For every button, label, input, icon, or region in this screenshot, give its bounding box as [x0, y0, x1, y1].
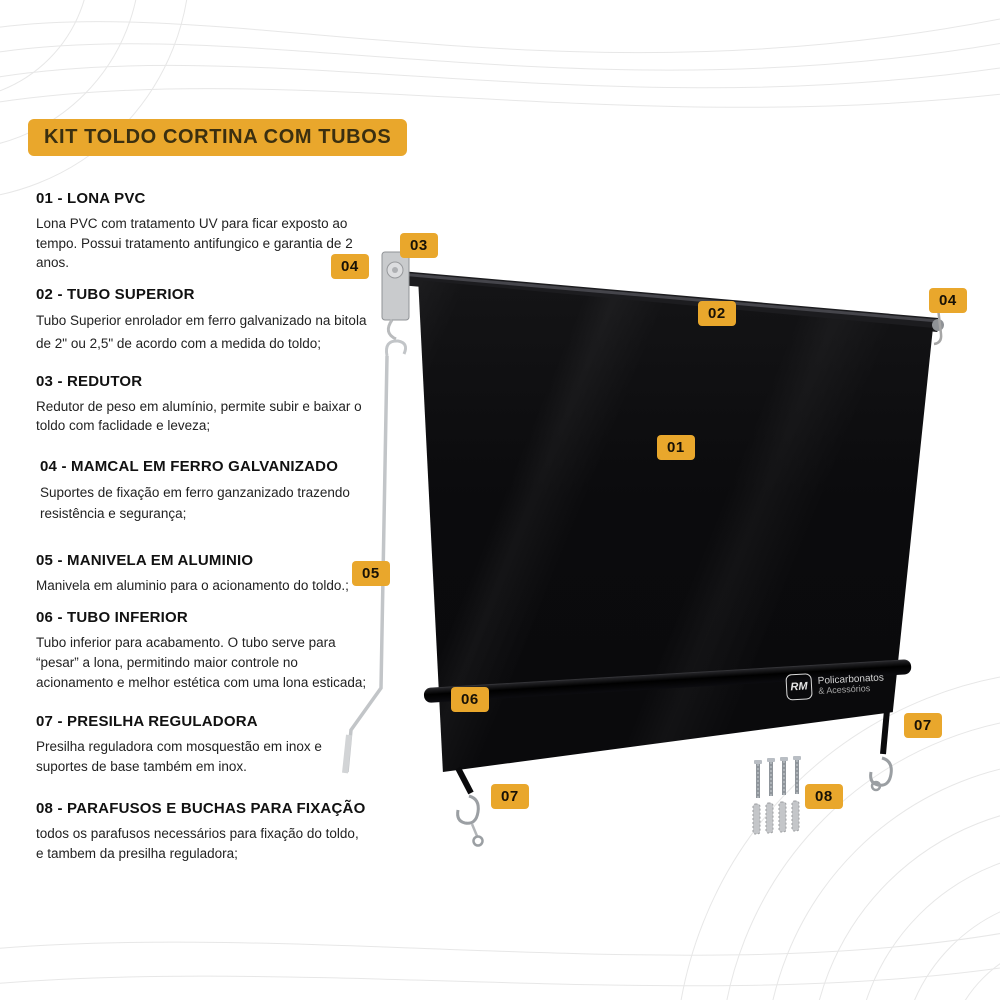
awning-hardware-back	[342, 251, 944, 774]
part-description: todos os parafusos necessários para fixa…	[36, 826, 359, 861]
part-item-01: 01 - LONA PVC Lona PVC com tratamento UV…	[36, 190, 368, 273]
awning-hardware-front	[455, 709, 893, 847]
part-item-03: 03 - REDUTOR Redutor de peso em alumínio…	[36, 373, 368, 436]
part-description: Presilha reguladora com mosquestão em in…	[36, 739, 322, 774]
parts-list: 01 - LONA PVC Lona PVC com tratamento UV…	[36, 190, 368, 889]
roller-tube	[399, 271, 944, 332]
badge-label: 06	[461, 691, 479, 708]
wall-anchors-icon	[752, 800, 800, 835]
part-heading: 08 - PARAFUSOS E BUCHAS PARA FIXAÇÃO	[36, 800, 366, 818]
part-item-06: 06 - TUBO INFERIOR Tubo inferior para ac…	[36, 609, 368, 692]
badge-parafusos: 08	[805, 784, 843, 809]
mounting-bracket-left-icon	[381, 251, 410, 341]
carabiner-right-icon	[869, 756, 893, 792]
part-description: Redutor de peso em alumínio, permite sub…	[36, 398, 362, 434]
badge-mamcal-left: 04	[331, 254, 369, 279]
part-heading: 02 - TUBO SUPERIOR	[36, 285, 195, 303]
part-heading: 01 - LONA PVC	[36, 190, 146, 207]
part-description: Suportes de fixação em ferro ganzanizado…	[40, 484, 350, 522]
badge-label: 07	[914, 717, 932, 734]
crank-handle-grip	[342, 734, 352, 774]
page-title: KIT TOLDO CORTINA COM TUBOS	[28, 119, 408, 156]
crank-rod	[342, 339, 407, 774]
part-heading: 04 - MAMCAL EM FERRO GALVANIZADO	[40, 457, 339, 475]
badge-presilha-right: 07	[904, 713, 942, 738]
badge-label: 05	[362, 565, 380, 582]
part-description: Manivela em aluminio para o acionamento …	[36, 577, 349, 593]
part-description: Tubo inferior para acabamento. O tubo se…	[36, 635, 367, 690]
badge-label: 04	[341, 258, 359, 275]
part-description: Lona PVC com tratamento UV para ficar ex…	[36, 216, 353, 271]
part-item-05: 05 - MANIVELA EM ALUMINIO Manivela em al…	[36, 552, 368, 596]
screws-icon	[754, 756, 801, 798]
badge-tubo-superior: 02	[698, 301, 736, 326]
badge-label: 03	[410, 237, 428, 254]
badge-tubo-inferior: 06	[451, 687, 489, 712]
badge-mamcal-right: 04	[929, 288, 967, 313]
part-item-04: 04 - MAMCAL EM FERRO GALVANIZADO Suporte…	[36, 458, 368, 525]
part-heading: 05 - MANIVELA EM ALUMINIO	[36, 551, 254, 569]
badge-redutor: 03	[400, 233, 438, 258]
badge-manivela: 05	[352, 561, 390, 586]
badge-label: 04	[939, 292, 957, 309]
part-heading: 07 - PRESILHA REGULADORA	[36, 713, 258, 731]
part-description: Tubo Superior enrolador em ferro galvani…	[36, 312, 367, 351]
badge-label: 08	[815, 788, 833, 805]
part-heading: 03 - REDUTOR	[36, 372, 143, 390]
badge-presilha-bottom: 07	[491, 784, 529, 809]
strap-right	[880, 709, 890, 755]
carabiner-left-icon	[456, 794, 484, 847]
badge-label: 07	[501, 788, 519, 805]
badge-label: 01	[667, 439, 685, 456]
strap-left	[455, 766, 474, 795]
part-item-08: 08 - PARAFUSOS E BUCHAS PARA FIXAÇÃO tod…	[36, 800, 368, 863]
mounting-hook-right-icon	[933, 307, 943, 346]
part-item-02: 02 - TUBO SUPERIOR Tubo Superior enrolad…	[36, 286, 368, 356]
badge-lona-pvc: 01	[657, 435, 695, 460]
badge-label: 02	[708, 305, 726, 322]
part-item-07: 07 - PRESILHA REGULADORA Presilha regula…	[36, 713, 368, 776]
part-heading: 06 - TUBO INFERIOR	[36, 609, 188, 627]
page-title-text: KIT TOLDO CORTINA COM TUBOS	[44, 126, 392, 148]
